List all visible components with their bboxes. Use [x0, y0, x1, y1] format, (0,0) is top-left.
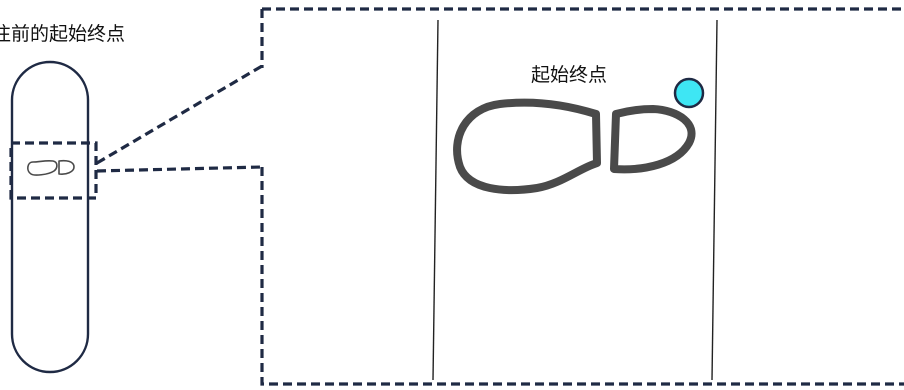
track-capsule-outline [10, 60, 90, 374]
overview-selection-box [9, 141, 98, 200]
overview-footprint-icon [27, 159, 75, 176]
zoom-start-end-label: 起始终点 [531, 64, 607, 86]
zoom-connector-bottom [96, 165, 263, 173]
circle-marker-icon [673, 77, 705, 109]
zoom-footprint-icon [453, 98, 696, 195]
track-line-left [432, 19, 439, 381]
zoom-frame [260, 7, 904, 386]
zoom-connector-top [96, 64, 263, 165]
track-line-right [711, 19, 718, 381]
top-left-label: 往前的起始终点 [0, 23, 125, 45]
